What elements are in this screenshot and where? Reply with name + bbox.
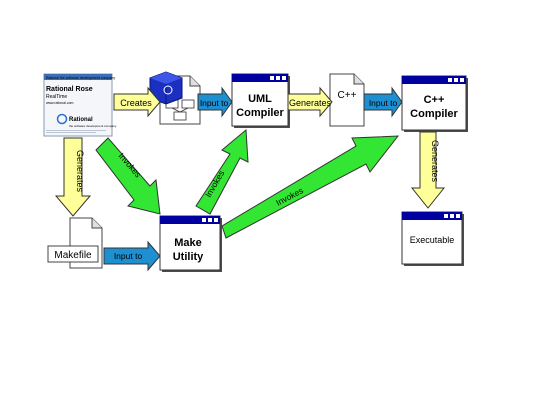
cpp-compiler-node: C++ Compiler [401, 75, 468, 132]
input-to-uml-arrow: Input to [197, 86, 233, 118]
make-utility-node: Make Utility [159, 215, 222, 272]
input-to-make-arrow: Input to [103, 240, 161, 272]
generates-cpp-arrow: Generates [287, 86, 333, 118]
generates-executable-label: Generates [430, 140, 440, 183]
makefile-node: Makefile [47, 217, 103, 269]
invokes-uml-arrow: Invokes [195, 128, 249, 215]
generates-cpp-label: Generates [289, 98, 332, 108]
uml-compiler-node: UML Compiler [231, 73, 290, 128]
uml-compiler-label-line2: Compiler [236, 107, 284, 119]
rose-logo: Rational [69, 117, 93, 123]
generates-executable-arrow: Generates [410, 131, 446, 209]
cpp-source-file: C++ [329, 73, 365, 127]
input-to-cpp-compiler-arrow: Input to [363, 86, 403, 118]
creates-arrow: Creates [113, 86, 161, 118]
input-to-make-label: Input to [114, 251, 143, 261]
make-utility-label-line1: Make [174, 237, 202, 249]
rational-logo-icon [56, 113, 68, 125]
rose-edition: RealTime [46, 94, 67, 100]
executable-label: Executable [410, 235, 455, 245]
executable-node: Executable [401, 211, 464, 266]
invokes-cpp-compiler-arrow: Invokes [221, 135, 400, 239]
rose-banner: Rational the software development compan… [46, 76, 115, 80]
model-file-icon [149, 71, 201, 125]
rose-product-name: Rational Rose [46, 86, 93, 93]
make-utility-label-line2: Utility [173, 251, 204, 263]
rational-rose-box: Rational the software development compan… [43, 73, 117, 137]
generates-makefile-arrow: Generates [54, 137, 92, 217]
uml-compiler-label-line1: UML [248, 93, 272, 105]
cpp-compiler-label-line1: C++ [424, 94, 445, 106]
makefile-label: Makefile [54, 250, 92, 261]
rose-url: www.rational.com [46, 101, 74, 105]
input-to-uml-label: Input to [200, 98, 229, 108]
creates-arrow-label: Creates [120, 98, 152, 108]
cpp-file-label: C++ [338, 90, 357, 101]
generates-makefile-label: Generates [75, 150, 85, 193]
input-to-cpp-compiler-label: Input to [369, 98, 398, 108]
invokes-make-arrow: Invokes [95, 137, 161, 215]
rose-tagline: the software development company [69, 124, 117, 128]
cpp-compiler-label-line2: Compiler [410, 108, 458, 120]
